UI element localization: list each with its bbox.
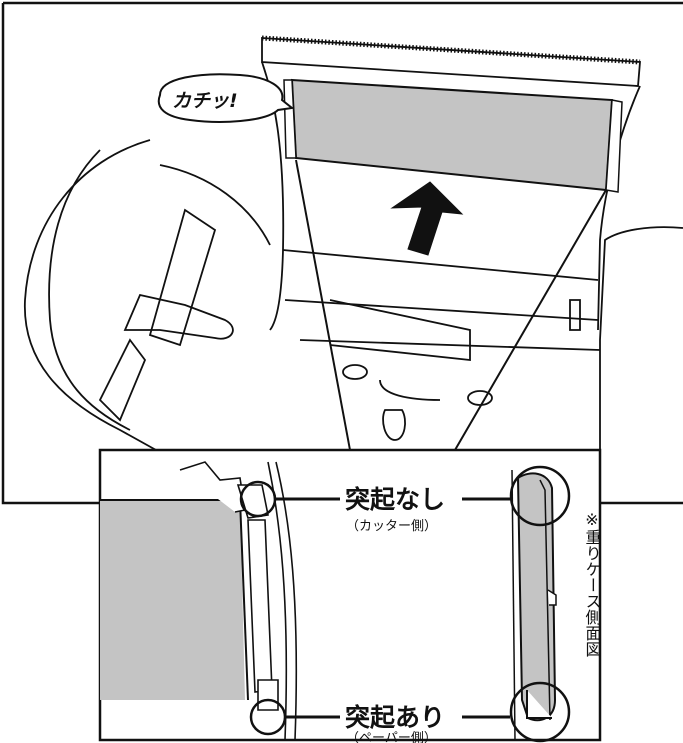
detail-inset: 突起なし （カッター側） 突起あり （ペーパー側） ※重りケース側面図: [98, 448, 602, 743]
click-sound-text: カチッ!: [172, 90, 238, 112]
main-illustration: カチッ!: [1, 1, 683, 505]
top-label-title: 突起なし: [345, 485, 445, 514]
housing: [261, 61, 641, 441]
weight-case: [283, 78, 623, 193]
side-bottom-marker-circle: [509, 681, 571, 743]
side-view-note: ※重りケース側面図: [583, 510, 602, 657]
printer-right-body: [599, 226, 683, 503]
zoom-lines: [295, 159, 607, 451]
cutter-blade: [261, 35, 641, 87]
bottom-label-title: 突起あり: [345, 703, 445, 732]
weight-case-side-view: [511, 469, 557, 741]
printer-left-body: [24, 139, 275, 456]
up-arrow-icon: [390, 181, 464, 256]
side-top-marker-circle: [509, 465, 571, 527]
zoomed-case-left: [100, 461, 298, 741]
top-label-sub: （カッター側）: [346, 519, 437, 534]
bottom-label-sub: （ペーパー側）: [346, 731, 437, 743]
click-sound-bubble: カチッ!: [157, 73, 295, 123]
